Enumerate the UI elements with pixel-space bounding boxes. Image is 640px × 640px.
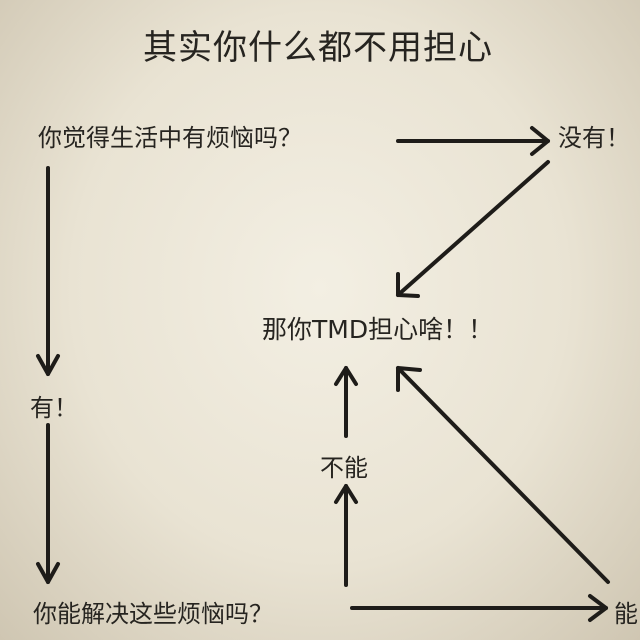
answer-yes: 有！ [30,394,78,422]
arrow-can-to-center [396,366,610,584]
arrow-cannot-to-center [334,366,358,438]
arrow-q2-to-cannot [334,484,358,587]
arrow-q2-to-can [350,594,608,622]
arrow-no-to-center [396,160,550,298]
answer-can: 能 [614,600,638,628]
conclusion-why-worry: 那你TMD担心啥！！ [262,315,494,344]
answer-no: 没有！ [558,124,630,152]
arrow-q1-to-no [396,126,550,156]
answer-cannot: 不能 [320,454,368,482]
diagram-title: 其实你什么都不用担心 [143,28,493,68]
arrow-yes-to-q2 [36,423,60,584]
question-have-worries: 你觉得生活中有烦恼吗？ [38,124,302,152]
arrow-q1-to-yes [36,166,60,376]
question-can-solve: 你能解决这些烦恼吗？ [33,600,273,628]
